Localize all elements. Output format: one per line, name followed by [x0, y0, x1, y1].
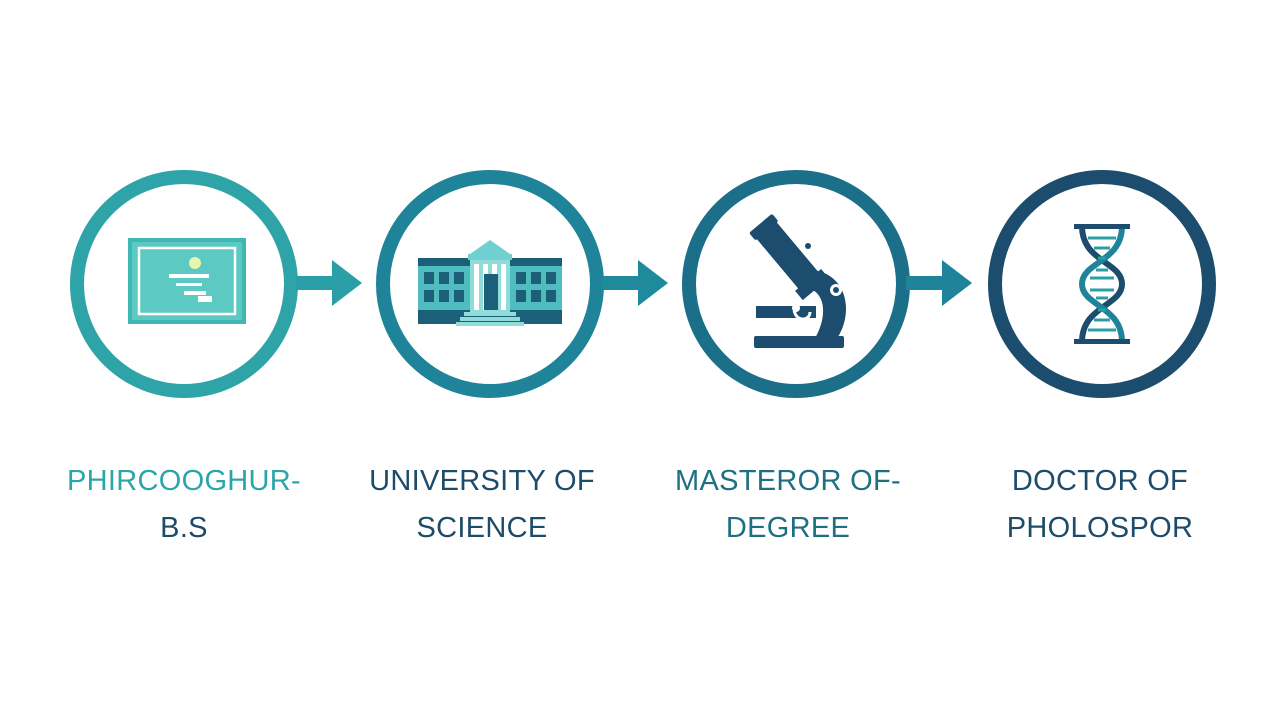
stage-2-label: UNIVERSITY OF SCIENCE — [332, 458, 632, 552]
stage-4-label-line2: PHOLOSPOR — [1006, 512, 1194, 544]
stage-1-label-line2: B.S — [160, 512, 208, 544]
stage-1-label: PHIRCOOGHUR- B.S — [34, 458, 334, 552]
arrow-right-icon — [602, 260, 668, 306]
arrow-right-icon — [906, 260, 972, 306]
diploma-icon — [128, 238, 246, 324]
stage-3-label-line1: MASTEROR OF- — [675, 465, 901, 497]
stage-1-circle — [70, 170, 298, 398]
university-building-icon — [418, 240, 562, 326]
microscope-icon — [749, 214, 847, 348]
stage-3-circle — [682, 170, 910, 398]
stage-4-circle — [988, 170, 1216, 398]
dna-helix-icon — [1074, 224, 1130, 344]
stage-3-label-line2: DEGREE — [725, 512, 851, 544]
stage-3-label: MASTEROR OF- DEGREE — [638, 458, 938, 552]
stage-2-label-line2: SCIENCE — [416, 512, 548, 544]
stage-1-label-line1: PHIRCOOGHUR- — [67, 465, 301, 497]
stage-2-label-line1: UNIVERSITY OF — [369, 465, 595, 497]
arrow-right-icon — [296, 260, 362, 306]
stage-2-circle — [376, 170, 604, 398]
stage-4-label: DOCTOR OF PHOLOSPOR — [950, 458, 1250, 552]
stage-4-label-line1: DOCTOR OF — [1011, 465, 1189, 497]
